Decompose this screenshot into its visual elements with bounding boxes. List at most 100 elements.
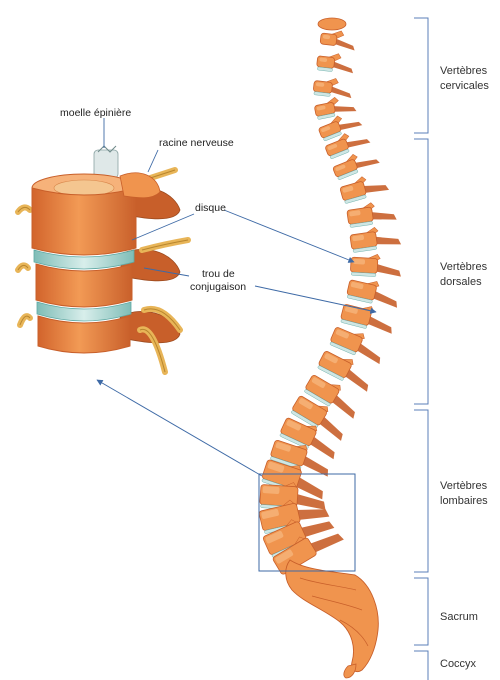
vertebra — [332, 153, 380, 180]
vertebra — [304, 375, 355, 419]
sacrum-ridge — [339, 619, 369, 647]
pedicle — [119, 172, 161, 199]
vertebra — [313, 78, 352, 99]
intervertebral-disc — [329, 149, 350, 159]
spinous-process — [331, 37, 355, 51]
nerve-root-outline — [141, 239, 189, 251]
region-dorsal-line1: Vertèbres — [440, 261, 488, 273]
vertebral-body-1 — [31, 187, 137, 256]
region-brackets — [414, 17, 429, 680]
intervertebral-disc — [317, 66, 333, 72]
intervertebral-disc — [317, 113, 336, 120]
body-highlight — [342, 185, 354, 193]
body-highlight — [321, 126, 331, 133]
label-nerve-root: racine nerveuse — [159, 137, 234, 149]
intervertebral-disc — [344, 194, 367, 204]
region-dorsal-line2: dorsales — [440, 276, 482, 288]
body-highlight — [324, 353, 338, 364]
vertebra — [329, 327, 381, 365]
region-sacrum: Sacrum — [440, 611, 478, 623]
vertebral-body-3 — [37, 315, 131, 354]
body-highlight — [352, 258, 366, 265]
intervertebral-disc — [317, 365, 344, 381]
intervertebral-disc — [313, 91, 331, 97]
bracket-lumbar — [414, 409, 429, 573]
intervertebral-disc — [329, 341, 356, 356]
zoom-box — [258, 473, 356, 572]
vertebra — [258, 499, 330, 534]
intervertebral-disc — [352, 246, 377, 253]
body-highlight — [262, 486, 280, 495]
intervertebral-disc — [291, 410, 318, 428]
vertebra — [316, 53, 354, 74]
region-dorsal: Vertèbres dorsales — [440, 260, 487, 290]
intervertebral-disc — [349, 221, 373, 228]
vertebra — [319, 30, 355, 51]
vertebra — [270, 439, 329, 477]
atlas-vertebra — [317, 17, 347, 31]
vertebra — [318, 115, 363, 142]
vertebra — [317, 351, 369, 392]
body-highlight — [344, 306, 358, 314]
sacrum-ridge — [311, 595, 363, 611]
sacrum — [285, 559, 379, 673]
body-highlight — [349, 210, 361, 217]
label-spinal-cord: moelle épinière — [60, 107, 132, 119]
spinous-process — [326, 84, 352, 99]
body-highlight — [267, 461, 285, 473]
intervertebral-disc — [270, 456, 302, 470]
region-lumbar: Vertèbres lombaires — [440, 479, 488, 509]
intervertebral-disc — [304, 389, 331, 407]
body-highlight — [265, 531, 284, 544]
nerve-root-outline — [139, 328, 166, 373]
spinal-cord-fibers — [97, 145, 117, 153]
body-highlight — [315, 82, 325, 87]
bracket-coccyx — [414, 650, 429, 680]
body-highlight — [322, 34, 331, 40]
label-foramen-line2: conjugaison — [190, 281, 247, 293]
vertebra — [350, 254, 401, 277]
body-highlight — [311, 377, 326, 388]
nerve-root-outline — [17, 264, 29, 271]
intervertebral-disc — [337, 169, 359, 180]
pointer-foramen-arrow — [254, 285, 377, 314]
sacrum-ridge — [299, 577, 357, 591]
body-highlight — [352, 234, 364, 242]
body-highlight — [350, 281, 364, 290]
region-lumbar-line2: lombaires — [440, 495, 488, 507]
vertebra — [346, 202, 397, 228]
vertebra — [339, 176, 390, 204]
body-highlight — [275, 442, 291, 452]
bracket-sacrum — [414, 577, 429, 646]
body-highlight — [335, 329, 349, 339]
body-highlight — [327, 143, 338, 151]
body-highlight — [286, 420, 302, 431]
intervertebral-disc — [351, 271, 377, 277]
region-cervical-line2: cervicales — [440, 80, 489, 92]
label-disc: disque — [195, 202, 226, 214]
region-cervical: Vertèbres cervicales — [440, 64, 489, 94]
bracket-cervical — [414, 17, 429, 134]
region-coccyx: Coccyx — [440, 658, 477, 670]
pointer-disc — [131, 213, 195, 241]
disc-1 — [33, 249, 135, 270]
vertebra — [272, 533, 344, 575]
intervertebral-disc — [279, 433, 309, 449]
spinal-column — [258, 17, 402, 679]
body-highlight — [298, 398, 313, 410]
nerve-root-outline — [19, 315, 31, 326]
vertebral-body — [319, 32, 338, 46]
body-highlight — [275, 549, 294, 564]
vertebra — [349, 226, 402, 253]
vertebra — [314, 96, 357, 120]
vertebra — [340, 304, 392, 334]
vertebra — [279, 417, 335, 460]
coccyx — [343, 663, 357, 679]
spinous-process — [328, 59, 354, 74]
intervertebral-disc — [347, 294, 373, 304]
spinal-cord — [93, 149, 119, 179]
vertebra — [325, 133, 371, 159]
nerve-root-outline — [143, 308, 181, 331]
body-highlight — [319, 57, 328, 62]
